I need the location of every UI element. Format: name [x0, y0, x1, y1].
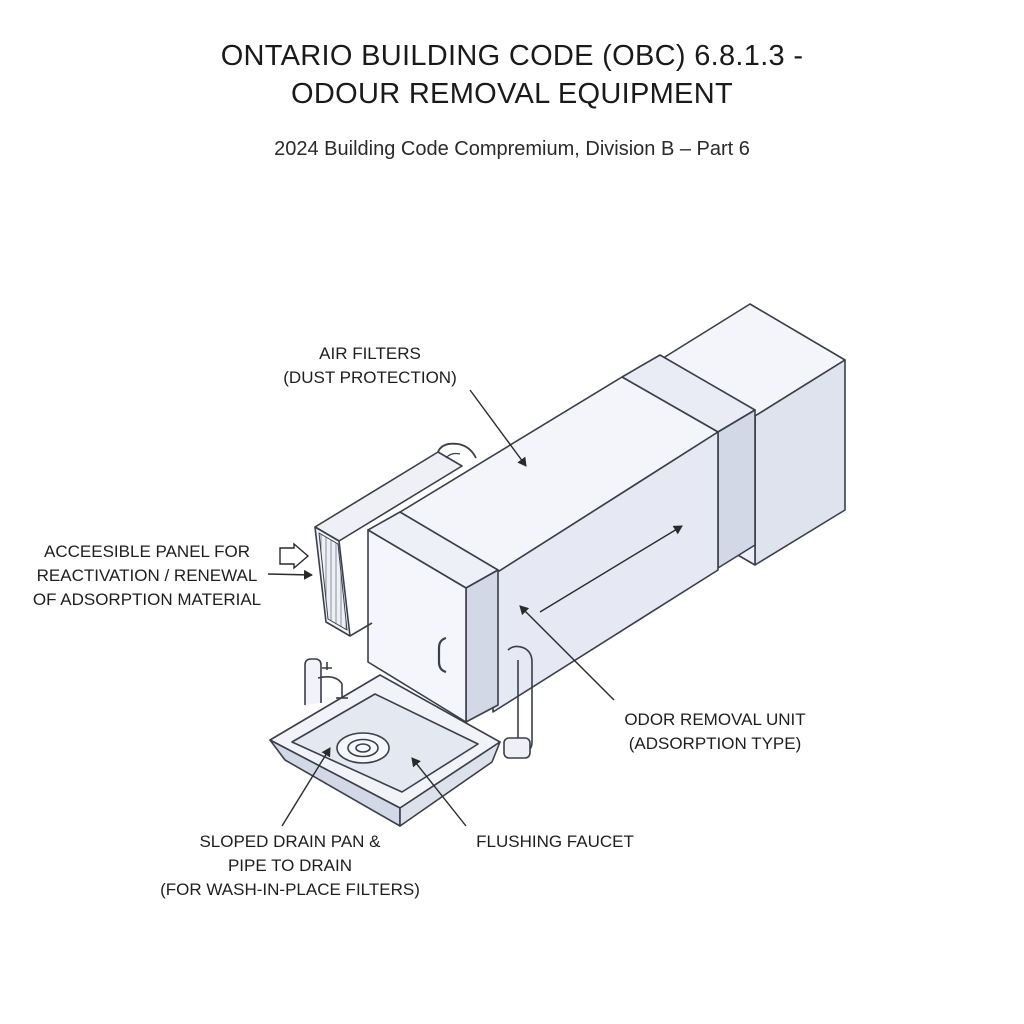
drain-pan-label-line-3: (FOR WASH-IN-PLACE FILTERS)	[160, 880, 420, 899]
floor-drain-icon	[336, 732, 390, 764]
page-title-line-2: ODOUR REMOVAL EQUIPMENT	[291, 78, 733, 110]
odor-unit-label-line-2: (ADSORPTION TYPE)	[628, 734, 802, 753]
page-subtitle: 2024 Building Code Compremium, Division …	[274, 138, 750, 160]
panel-handle-icon	[437, 636, 447, 674]
access-panel-label-line-2: REACTIVATION / RENEWAL	[36, 566, 258, 585]
drain-pan-label: SLOPED DRAIN PAN & PIPE TO DRAIN (FOR WA…	[140, 830, 440, 902]
odor-unit-label-line-1: ODOR REMOVAL UNIT	[624, 710, 806, 729]
leader-lines	[267, 389, 683, 827]
drain-pan-leader	[281, 747, 331, 827]
drain-pan-label-line-2: PIPE TO DRAIN	[227, 856, 353, 875]
access-panel-box	[367, 511, 499, 723]
access-panel-label: ACCEESIBLE PANEL FOR REACTIVATION / RENE…	[12, 540, 282, 612]
air-filters-leader	[469, 389, 527, 467]
faucet-label: FLUSHING FAUCET	[455, 830, 655, 854]
drain-pan	[269, 674, 501, 827]
faucet-label-line-1: FLUSHING FAUCET	[476, 832, 634, 851]
drain-pan-label-line-1: SLOPED DRAIN PAN &	[199, 832, 381, 851]
access-panel-leader	[267, 569, 313, 580]
access-panel-arrow-icon	[279, 542, 310, 570]
faucet-icon	[304, 658, 348, 705]
odor-unit-leader	[519, 605, 615, 701]
odor-unit-label: ODOR REMOVAL UNIT (ADSORPTION TYPE)	[590, 708, 840, 756]
air-filters-label: AIR FILTERS (DUST PROTECTION)	[255, 342, 485, 390]
filter-cartridge	[314, 442, 477, 637]
air-filters-label-line-2: (DUST PROTECTION)	[283, 368, 457, 387]
page-title-line-1: ONTARIO BUILDING CODE (OBC) 6.8.1.3 -	[220, 40, 804, 72]
faucet-leader	[411, 757, 467, 827]
access-panel-label-line-1: ACCEESIBLE PANEL FOR	[44, 542, 250, 561]
duct-flange	[621, 354, 756, 569]
drain-pipe	[503, 645, 533, 759]
air-filters-label-line-1: AIR FILTERS	[319, 344, 421, 363]
airflow-arrow-icon	[539, 525, 683, 613]
access-panel-label-line-3: OF ADSORPTION MATERIAL	[32, 590, 262, 609]
